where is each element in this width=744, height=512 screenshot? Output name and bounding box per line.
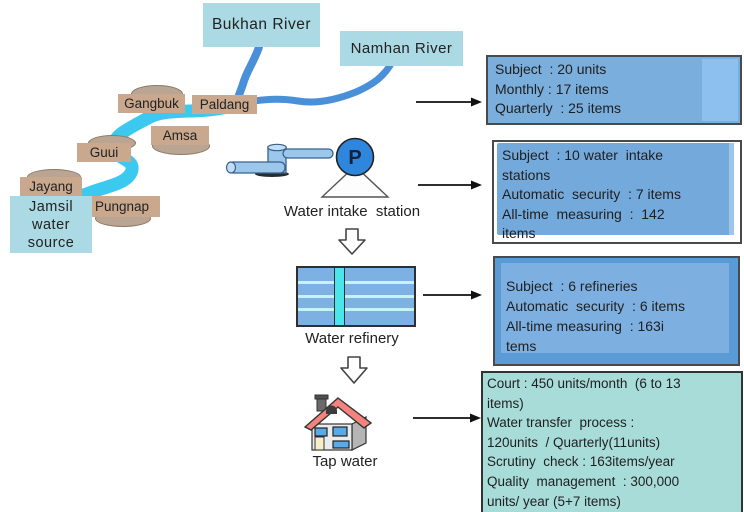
info-line: Court : 450 units/month (6 to 13 xyxy=(487,376,681,391)
stage-label-water-refinery: Water refinery xyxy=(305,330,399,347)
box-bevel xyxy=(729,143,734,235)
pump-icon: P xyxy=(320,137,390,198)
place-label-amsa: Amsa xyxy=(151,126,209,145)
info-box-rivers: Subject : 20 units Monthly : 17 items Qu… xyxy=(486,55,742,125)
info-line: Subject : 6 refineries xyxy=(506,278,638,294)
info-line: items) xyxy=(487,395,524,411)
refinery-line xyxy=(298,281,414,284)
jamsil-line: water xyxy=(32,216,70,233)
info-line: Monthly : 17 items xyxy=(495,80,609,97)
stage-label-tap-water: Tap water xyxy=(312,453,378,470)
place-label-paldang: Paldang xyxy=(192,95,257,114)
info-line: Subject : 20 units xyxy=(495,61,607,77)
down-arrow-icon xyxy=(340,356,368,384)
info-line: 120units / Quarterly(11units) xyxy=(487,434,661,450)
info-line: All-time measuring : 142 xyxy=(502,205,665,222)
jamsil-line: Jamsil xyxy=(28,198,74,215)
refinery-line xyxy=(298,308,414,311)
flow-arrow xyxy=(418,180,482,190)
flow-arrow xyxy=(423,290,482,300)
info-line: All-time measuring : 163i xyxy=(506,318,664,334)
info-box-refinery: Subject : 6 refineries Automatic securit… xyxy=(493,256,740,366)
place-label-pungnap: Pungnap xyxy=(84,196,160,217)
info-line: Scrutiny check : 163items/year xyxy=(487,454,675,470)
place-label-gangbuk: Gangbuk xyxy=(118,94,185,113)
flow-arrow xyxy=(413,413,481,423)
info-line: Water transfer process : xyxy=(487,415,635,431)
pump-letter: P xyxy=(348,147,361,169)
jamsil-water-source-label: Jamsil water source xyxy=(10,196,92,253)
info-line: Automatic security : 6 items xyxy=(506,298,685,314)
info-line: Subject : 10 water intake xyxy=(502,147,664,163)
info-line: Quarterly : 25 items xyxy=(495,100,622,116)
intake-pipes-icon xyxy=(225,143,334,177)
info-box-intake: Subject : 10 water intake stations Autom… xyxy=(492,140,742,244)
down-arrow-icon xyxy=(338,228,366,255)
water-refinery-icon xyxy=(296,266,416,327)
refinery-line xyxy=(298,295,414,298)
jamsil-line: source xyxy=(27,234,75,251)
place-label-guui: Guui xyxy=(77,143,131,162)
box-highlight xyxy=(702,59,738,121)
flow-arrow xyxy=(416,97,482,107)
info-line: stations xyxy=(502,166,551,183)
box-card: Subject : 10 water intake stations Autom… xyxy=(497,143,734,241)
info-line: Automatic security : 7 items xyxy=(502,186,681,202)
info-line: units/ year (5+7 items) xyxy=(487,493,621,509)
info-box-tap-water: Court : 450 units/month (6 to 13 items) … xyxy=(481,371,743,512)
house-icon xyxy=(303,394,373,451)
place-label-jayang: Jayang xyxy=(20,177,82,196)
bukhan-river-label: Bukhan River xyxy=(203,3,320,47)
info-line: items xyxy=(502,225,536,241)
box-inner: Subject : 6 refineries Automatic securit… xyxy=(501,263,729,354)
info-line: tems xyxy=(506,338,537,354)
namhan-river-label: Namhan River xyxy=(340,31,463,66)
stage-label-water-intake-station: Water intake station xyxy=(283,203,421,220)
refinery-stripe xyxy=(334,268,345,325)
info-line: Quality management : 300,000 xyxy=(487,473,680,489)
